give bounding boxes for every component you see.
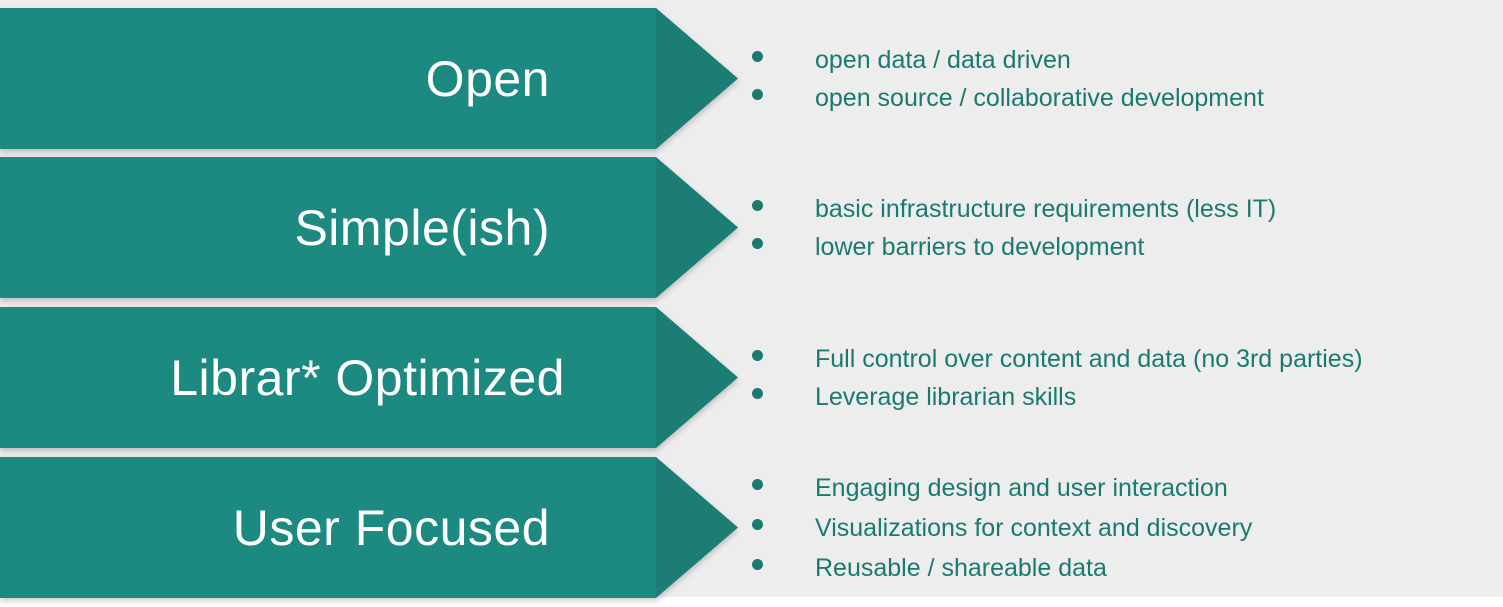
list-item: Reusable / shareable data <box>752 548 1497 588</box>
bullet-dot-icon <box>752 387 763 399</box>
list-item-label: Engaging design and user interaction <box>815 473 1228 502</box>
chevron-arrow-librar-optimized[interactable]: Librar* Optimized <box>0 307 738 448</box>
bullet-dot-icon <box>752 50 763 62</box>
list-item: Visualizations for context and discovery <box>752 508 1497 548</box>
arrow-label: Librar* Optimized <box>170 349 565 406</box>
chevron-row: Open open data / data driven open source… <box>0 8 1503 149</box>
list-item: lower barriers to development <box>752 228 1497 266</box>
bullet-dot-icon <box>752 88 763 100</box>
arrow-head-icon <box>656 457 738 598</box>
list-item-label: lower barriers to development <box>815 232 1145 261</box>
bullet-list: Engaging design and user interaction Vis… <box>752 457 1497 598</box>
chevron-row: Librar* Optimized Full control over cont… <box>0 307 1503 448</box>
chevron-row: Simple(ish) basic infrastructure require… <box>0 157 1503 298</box>
list-item: open source / collaborative development <box>752 79 1497 117</box>
list-item: Full control over content and data (no 3… <box>752 340 1497 378</box>
arrow-body <box>0 307 656 448</box>
chevron-arrow-simple[interactable]: Simple(ish) <box>0 157 738 298</box>
list-item-label: Reusable / shareable data <box>815 553 1107 582</box>
arrow-label: Simple(ish) <box>294 199 550 256</box>
bullet-list: Full control over content and data (no 3… <box>752 307 1497 448</box>
list-item: basic infrastructure requirements (less … <box>752 190 1497 228</box>
chevron-arrow-user-focused[interactable]: User Focused <box>0 457 738 598</box>
chevron-arrow-open[interactable]: Open <box>0 8 738 149</box>
bullet-dot-icon <box>752 199 763 211</box>
bullet-dot-icon <box>752 349 763 361</box>
list-item-label: Visualizations for context and discovery <box>815 513 1253 542</box>
list-item-label: Full control over content and data (no 3… <box>815 344 1363 373</box>
arrow-body <box>0 8 656 149</box>
arrow-head-icon <box>656 8 738 149</box>
arrow-body <box>0 457 656 598</box>
chevron-row: User Focused Engaging design and user in… <box>0 457 1503 598</box>
list-item: Leverage librarian skills <box>752 378 1497 416</box>
bullet-dot-icon <box>752 518 763 530</box>
list-item: open data / data driven <box>752 41 1497 79</box>
bullet-list: basic infrastructure requirements (less … <box>752 157 1497 298</box>
list-item-label: open data / data driven <box>815 45 1071 74</box>
arrow-label: User Focused <box>232 499 550 556</box>
bullet-list: open data / data driven open source / co… <box>752 8 1497 149</box>
arrow-head-icon <box>656 157 738 298</box>
bullet-dot-icon <box>752 558 763 570</box>
arrow-label: Open <box>425 50 550 107</box>
list-item-label: basic infrastructure requirements (less … <box>815 194 1277 223</box>
list-item-label: Leverage librarian skills <box>815 382 1077 411</box>
arrow-head-icon <box>656 307 738 448</box>
bullet-dot-icon <box>752 478 763 490</box>
list-item: Engaging design and user interaction <box>752 468 1497 508</box>
bullet-dot-icon <box>752 237 763 249</box>
arrow-body <box>0 157 656 298</box>
list-item-label: open source / collaborative development <box>815 83 1264 112</box>
